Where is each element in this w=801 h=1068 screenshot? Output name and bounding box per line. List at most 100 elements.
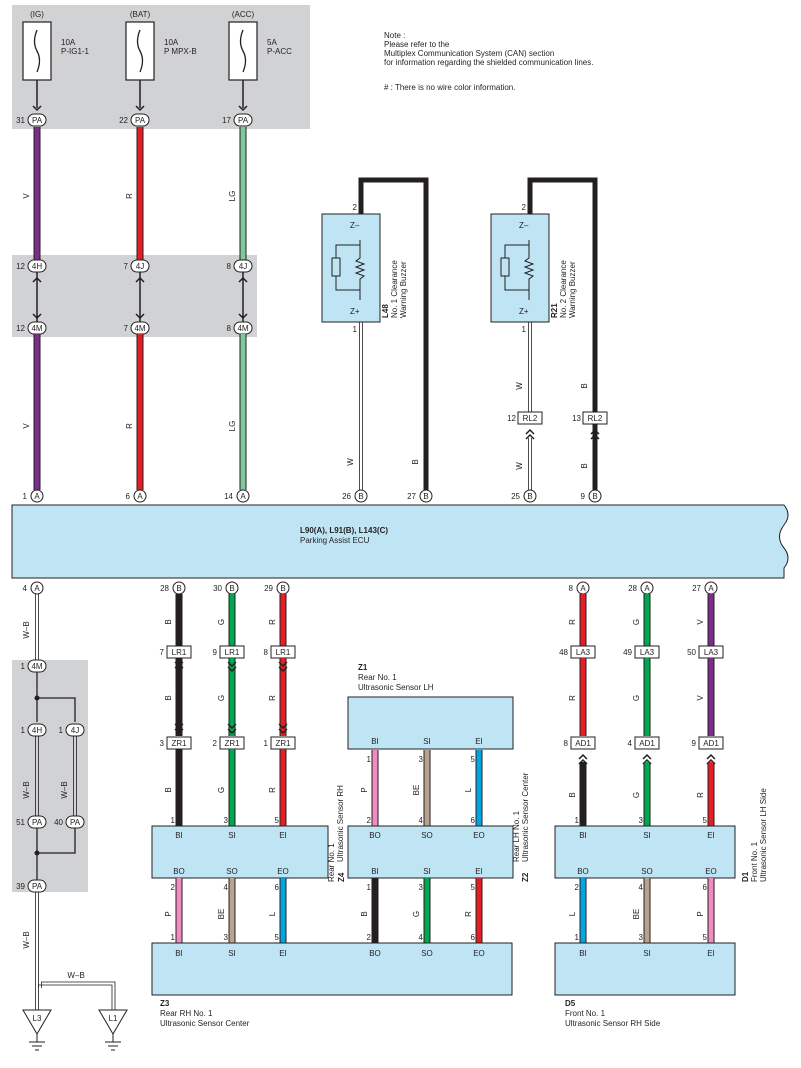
z4-topnum-2: 5 <box>275 816 280 825</box>
junction-arrow-down-0 <box>32 313 42 320</box>
wire-acc-label-b: LG <box>228 421 237 432</box>
ecu-top-pin-0-circle <box>30 489 44 503</box>
z2-topnum-1: 4 <box>419 816 424 825</box>
wire-bat-b <box>137 334 143 490</box>
note-line-4: for information regarding the shielded c… <box>384 58 593 67</box>
z1-name2: Ultrasonic Sensor LH <box>358 683 434 692</box>
ecu-top-pin-2-circle <box>236 489 250 503</box>
z1-num-0: 1 <box>367 755 372 764</box>
zr1-0-box-label: ZR1 <box>171 739 187 748</box>
buzzer-pin-top-1: 2 <box>522 203 527 212</box>
ad1-1-box-label: AD1 <box>639 739 655 748</box>
ecu-bot-pin-0-circle <box>30 581 44 595</box>
d5-pin-2: EI <box>707 949 715 958</box>
wire-front-1-c <box>644 762 650 826</box>
wire-d1-down-label-0: L <box>568 911 577 916</box>
wire-rear-2-b <box>280 658 286 736</box>
wire-gnd-l1-b <box>41 981 116 1010</box>
junction-up-pin-0: 12 <box>16 262 25 271</box>
rl2-1-box <box>582 411 608 425</box>
junction-up-1-pill-label: 4J <box>136 262 144 271</box>
buzzer-wiring-0 <box>335 244 360 291</box>
lr1-2-box-label: LR1 <box>276 648 291 657</box>
wire-rear-label-1-c: G <box>217 787 226 793</box>
ecu-body <box>11 504 789 579</box>
wire-ee-label: B <box>411 459 420 464</box>
z2-botnum-2: 5 <box>471 883 476 892</box>
wire-gnd-l1-a <box>38 984 113 1010</box>
sensor-z1 <box>347 696 514 750</box>
rl2-arrow-0b <box>525 433 535 440</box>
fuse-pin-2: 17 <box>222 116 231 125</box>
d5-pin-1: SI <box>643 949 651 958</box>
d1-top-0: BI <box>579 831 587 840</box>
zr1-arrow-1b <box>227 728 237 735</box>
gnd-junction-pin-5: 39 <box>16 882 25 891</box>
d1-top-1: SI <box>643 831 651 840</box>
wire-z2-down-label-0: B <box>360 911 369 916</box>
z2-top-0: BO <box>369 831 381 840</box>
z2-botnum-0: 1 <box>367 883 372 892</box>
wire-rear-label-2-b: R <box>268 695 277 701</box>
ecu-top-pin-num-2: 14 <box>224 492 233 501</box>
junction-arrow-up-2 <box>238 276 248 283</box>
d1-topnum-2: 5 <box>703 816 708 825</box>
d1-bot-1: SO <box>641 867 653 876</box>
fuse-rating-2: 5A <box>267 38 277 47</box>
la3-0-box-label: LA3 <box>576 648 591 657</box>
buzzer-ground-wire-1 <box>527 177 598 490</box>
wire-ef-label-b: B <box>580 463 589 468</box>
z4-name2: Ultrasonic Sensor RH <box>336 785 345 862</box>
wire-z4-down-label-0: P <box>164 911 173 916</box>
ecu-top-pin-num-5: 25 <box>511 492 520 501</box>
ecu-top-pin-0-circle-label: A <box>34 492 40 501</box>
buzzer-pin-bot-0: 1 <box>353 325 358 334</box>
zr1-arrow-1a <box>227 723 237 730</box>
wire-z1-1 <box>424 750 430 826</box>
z4-topnum-1: 3 <box>224 816 229 825</box>
z2-bot-0: BI <box>371 867 379 876</box>
wire-z4-down-label-1: BE <box>217 909 226 920</box>
ecu-top-pin-1-circle <box>133 489 147 503</box>
fuse-element-0 <box>33 29 41 73</box>
z4-bot-1: SO <box>226 867 238 876</box>
d5-pin-0: BI <box>579 949 587 958</box>
gnd-junction-4-pill-label: PA <box>70 818 81 827</box>
gnd-junction-3-pill-label: PA <box>32 818 43 827</box>
d1-botnum-0: 2 <box>575 883 580 892</box>
wire-gnd-label-e: W–B <box>67 971 84 980</box>
ground-label-1: L1 <box>109 1014 118 1023</box>
junction-low-pin-1: 7 <box>124 324 129 333</box>
rl2-1-box-label: RL2 <box>588 414 603 423</box>
ecu-bot-pin-num-6: 27 <box>692 584 701 593</box>
zr1-2-box-label: ZR1 <box>275 739 291 748</box>
zr1-arrow-2a <box>278 723 288 730</box>
sensor-z2 <box>347 825 514 879</box>
buzzer-ground-wire-0 <box>358 177 429 490</box>
wire-z2-down-2 <box>476 878 482 943</box>
wire-z1-label-2: L <box>464 787 473 792</box>
z2-bot-2: EI <box>475 867 483 876</box>
z4-topnum-0: 1 <box>171 816 176 825</box>
wire-rear-label-1-a: G <box>217 619 226 625</box>
ecu-bot-pin-num-2: 30 <box>213 584 222 593</box>
z1-name: Rear No. 1 <box>358 673 397 682</box>
junction-low-0-pill-label: 4M <box>31 324 42 333</box>
wire-rear-2-a <box>280 594 286 646</box>
d5-num-1: 3 <box>639 933 644 942</box>
wire-gnd-label-d: W–B <box>22 931 31 948</box>
wire-rear-2-c <box>280 749 286 826</box>
z3-pin-0: BI <box>175 949 183 958</box>
z3-num-4: 4 <box>419 933 424 942</box>
z1-pin-1: SI <box>423 737 431 746</box>
fuse-arrow-2 <box>238 105 248 112</box>
fuse-conn-2-pill <box>233 113 253 127</box>
buzzer-zplus-0: Z+ <box>350 307 360 316</box>
ecu-top-pin-num-3: 26 <box>342 492 351 501</box>
gnd-junction-pin-3: 51 <box>16 818 25 827</box>
d1-bot-0: BO <box>577 867 589 876</box>
fuse-arrow-0 <box>32 105 42 112</box>
fuse-pin-1: 22 <box>119 116 128 125</box>
